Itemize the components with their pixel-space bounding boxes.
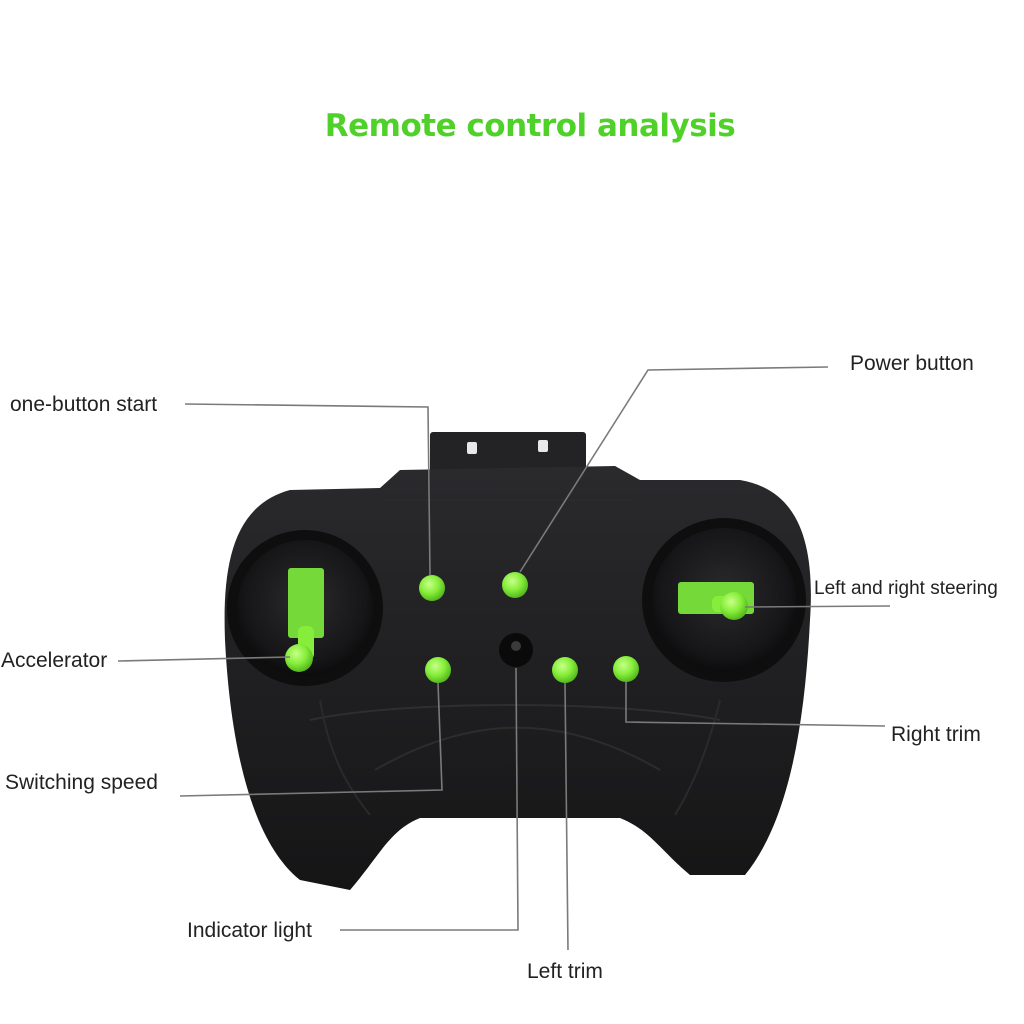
leader-right-trim xyxy=(625,682,886,727)
right-joystick[interactable] xyxy=(642,518,806,682)
left-joystick[interactable] xyxy=(227,530,383,686)
leader-switching-speed xyxy=(179,682,443,797)
switching-speed-button[interactable] xyxy=(425,657,451,683)
label-left-trim: Left trim xyxy=(527,960,603,983)
leader-accelerator xyxy=(117,656,291,662)
label-indicator-light: Indicator light xyxy=(187,919,312,942)
left-trim-button[interactable] xyxy=(552,657,578,683)
leader-one-button-start xyxy=(184,403,431,576)
label-switching-speed: Switching speed xyxy=(5,771,158,794)
power-button[interactable] xyxy=(502,572,528,598)
label-right-trim: Right trim xyxy=(891,723,981,746)
right-trim-button[interactable] xyxy=(613,656,639,682)
page-title: Remote control analysis xyxy=(324,108,736,144)
label-left-right-steering: Left and right steering xyxy=(814,578,998,599)
leader-indicator-light xyxy=(340,667,519,931)
label-power-button: Power button xyxy=(850,352,974,375)
label-accelerator: Accelerator xyxy=(1,649,108,672)
leader-left-right-steering xyxy=(744,605,891,608)
leader-left-trim xyxy=(564,682,569,951)
indicator-light xyxy=(499,633,533,667)
leader-power-button xyxy=(519,366,829,573)
label-one-button-start: one-button start xyxy=(10,393,158,416)
one-button-start-button[interactable] xyxy=(419,575,445,601)
